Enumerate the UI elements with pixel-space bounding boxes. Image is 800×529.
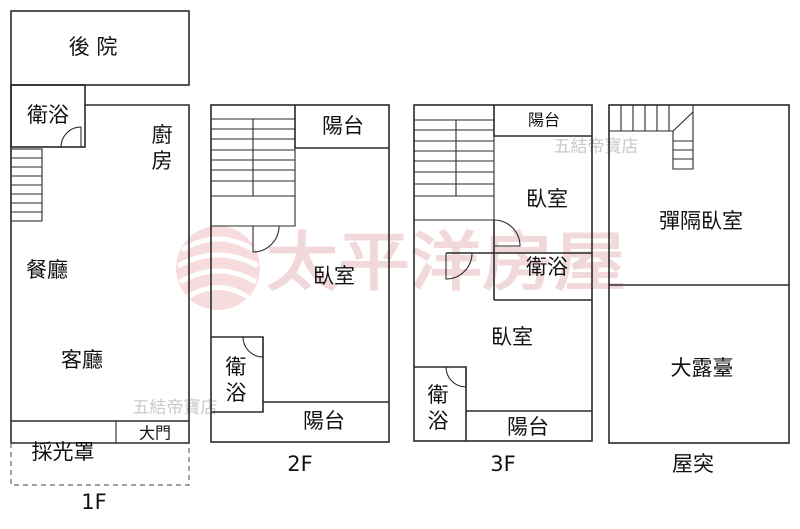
outline-roof	[608, 104, 790, 444]
balcony-top-label-3f: 陽台	[528, 111, 560, 130]
bedroom-upper-label-3f: 臥室	[526, 187, 568, 211]
backyard-label: 後 院	[69, 35, 118, 59]
floor-label-2f: 2F	[287, 452, 312, 476]
bathroom-door-1f	[60, 126, 82, 148]
kitchen-label-bottom: 房	[152, 149, 173, 173]
bathroom-label-3f-bottom: 浴	[428, 409, 449, 433]
floor-label-1f: 1F	[81, 490, 106, 514]
balcony-top-label-2f: 陽台	[322, 114, 364, 138]
bathroom-mid-label-3f: 衛浴	[526, 255, 568, 279]
bedroom-label-2f: 臥室	[313, 264, 355, 288]
bathroom-label-1f: 衛浴	[27, 103, 69, 127]
watermark-store-bottom: 五結帝寶店	[133, 397, 218, 418]
bathroom-door-2f	[242, 336, 264, 358]
living-label: 客廳	[61, 348, 103, 372]
floor-1f: 後 院 衛浴 廚 房 餐廳 客廳 採光罩 大門 1F	[10, 10, 190, 514]
staircase-3f	[414, 119, 495, 221]
balcony-bottom-label-2f: 陽台	[303, 409, 345, 433]
backyard-room	[10, 10, 190, 86]
partition-bedroom-label: 彈隔臥室	[659, 209, 743, 233]
skylight-label: 採光罩	[32, 440, 95, 464]
bedroom-door-3f	[493, 219, 521, 247]
outline-3f	[413, 104, 593, 442]
watermark-logo	[176, 226, 260, 310]
bathroom-room-1f	[10, 84, 86, 148]
bedroom-lower-label-3f: 臥室	[491, 325, 533, 349]
floor-3f: 陽台 臥室 衛浴 臥室 衛 浴 陽台 3F	[413, 104, 593, 476]
bathroom-label-3f-top: 衛	[428, 383, 449, 407]
bathroom-door-3f-mid	[445, 252, 473, 280]
bedroom-door-2f	[252, 225, 280, 253]
floor-roof: 彈隔臥室 大露臺 屋突	[608, 104, 790, 476]
balcony-bottom-label-3f: 陽台	[507, 415, 549, 439]
terrace-label: 大露臺	[671, 356, 734, 380]
bathroom-label-2f-bottom: 浴	[226, 381, 247, 405]
kitchen-label-top: 廚	[152, 123, 173, 147]
staircase-2f	[211, 118, 296, 227]
watermark-store-top: 五結帝寶店	[554, 136, 639, 157]
floor-2f: 陽台 臥室 衛 浴 陽台 2F	[210, 104, 390, 476]
bathroom-room-2f	[211, 336, 264, 413]
bathroom-label-2f-top: 衛	[226, 355, 247, 379]
front-door-label: 大門	[139, 424, 171, 443]
floor-label-roof: 屋突	[672, 452, 714, 476]
dining-label: 餐廳	[26, 258, 68, 282]
staircase-1f	[10, 148, 43, 222]
outline-2f	[210, 104, 390, 443]
staircase-roof	[608, 105, 694, 170]
floor-label-3f: 3F	[490, 452, 515, 476]
bathroom-door-3f	[445, 366, 467, 388]
skylight-outline	[10, 443, 190, 486]
